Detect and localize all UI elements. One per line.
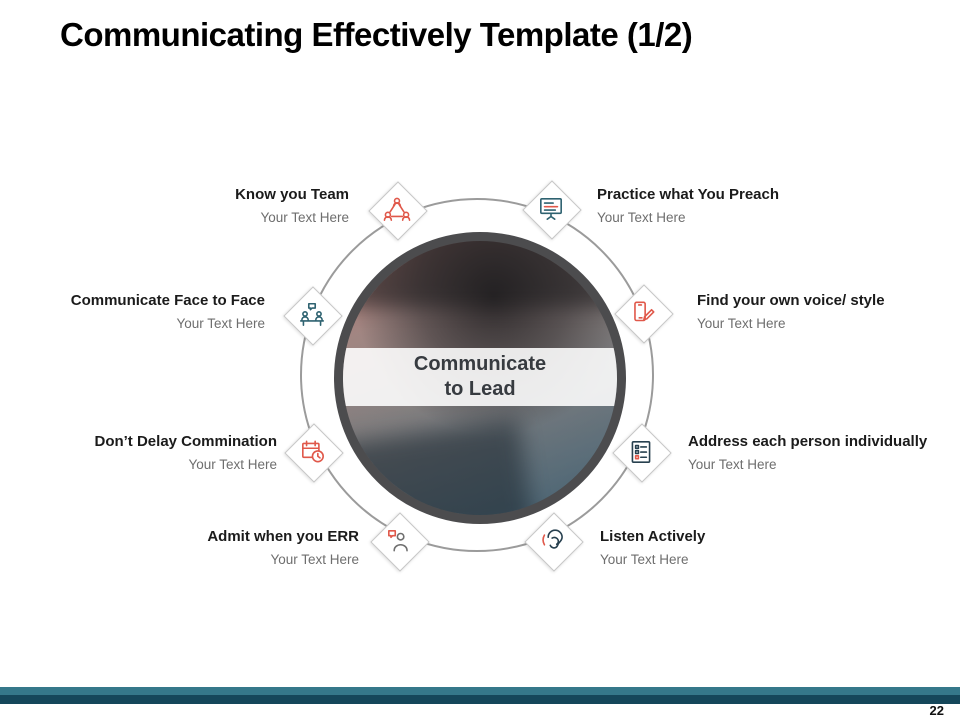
item-label-address-each-person: Address each person individually Your Te… [688, 433, 927, 472]
item-diamond-find-your-own-voice [614, 284, 674, 344]
item-diamond-admit-when-you-err [370, 512, 430, 572]
photo-shadow-top [343, 241, 617, 307]
item-label-listen-actively: Listen Actively Your Text Here [600, 528, 705, 567]
item-label-practice-what-you-preach: Practice what You Preach Your Text Here [597, 186, 779, 225]
item-title: Address each person individually [688, 433, 928, 450]
center-title-line1: Communicate [413, 353, 547, 375]
item-subtext: Your Text Here [688, 457, 777, 472]
item-label-know-you-team: Know you Team Your Text Here [235, 186, 349, 225]
item-title: Practice what You Preach [597, 186, 780, 203]
cycle-ring [300, 198, 654, 552]
item-label-dont-delay: Don’t Delay Commination Your Text Here [94, 433, 277, 472]
item-diamond-practice-what-you-preach [522, 180, 582, 240]
item-label-admit-when-you-err: Admit when you ERR Your Text Here [207, 528, 359, 567]
item-label-find-your-own-voice: Find your own voice/ style Your Text Her… [697, 292, 885, 331]
item-subtext: Your Text Here [176, 316, 265, 331]
item-diamond-listen-actively [524, 512, 584, 572]
individual-checklist-icon [631, 441, 651, 463]
footer-bar-light [0, 687, 960, 695]
person-speech-icon [388, 530, 408, 552]
item-diamond-dont-delay [284, 423, 344, 483]
center-title-line2: to Lead [444, 378, 516, 400]
page-title: Communicating Effectively Template (1/2) [60, 16, 693, 53]
calendar-clock-icon [302, 440, 324, 463]
item-subtext: Your Text Here [260, 210, 349, 225]
item-subtext: Your Text Here [188, 457, 277, 472]
ear-listening-icon [542, 529, 563, 549]
center-photo: Communicate to Lead [334, 232, 626, 524]
center-title-band: Communicate to Lead [343, 348, 617, 406]
item-diamond-communicate-face-to-face [283, 286, 343, 346]
item-title: Listen Actively [600, 528, 706, 545]
item-diamond-address-each-person [612, 423, 672, 483]
item-title: Communicate Face to Face [70, 292, 265, 309]
item-subtext: Your Text Here [600, 552, 689, 567]
item-title: Know you Team [235, 186, 349, 203]
item-subtext: Your Text Here [270, 552, 359, 567]
item-title: Find your own voice/ style [697, 292, 885, 309]
phone-pencil-icon [634, 301, 655, 322]
page-number: 22 [929, 703, 944, 718]
item-title: Don’t Delay Commination [94, 433, 277, 450]
face-to-face-meeting-icon [299, 302, 325, 326]
item-subtext: Your Text Here [597, 210, 686, 225]
item-title: Admit when you ERR [207, 528, 359, 545]
item-diamond-know-you-team [368, 181, 428, 241]
team-network-icon [383, 197, 411, 221]
presentation-notes-icon [540, 198, 562, 220]
item-label-communicate-face-to-face: Communicate Face to Face Your Text Here [71, 292, 265, 331]
photo-shadow-bottom [343, 419, 534, 515]
footer-bar-dark [0, 695, 960, 704]
item-subtext: Your Text Here [697, 316, 786, 331]
